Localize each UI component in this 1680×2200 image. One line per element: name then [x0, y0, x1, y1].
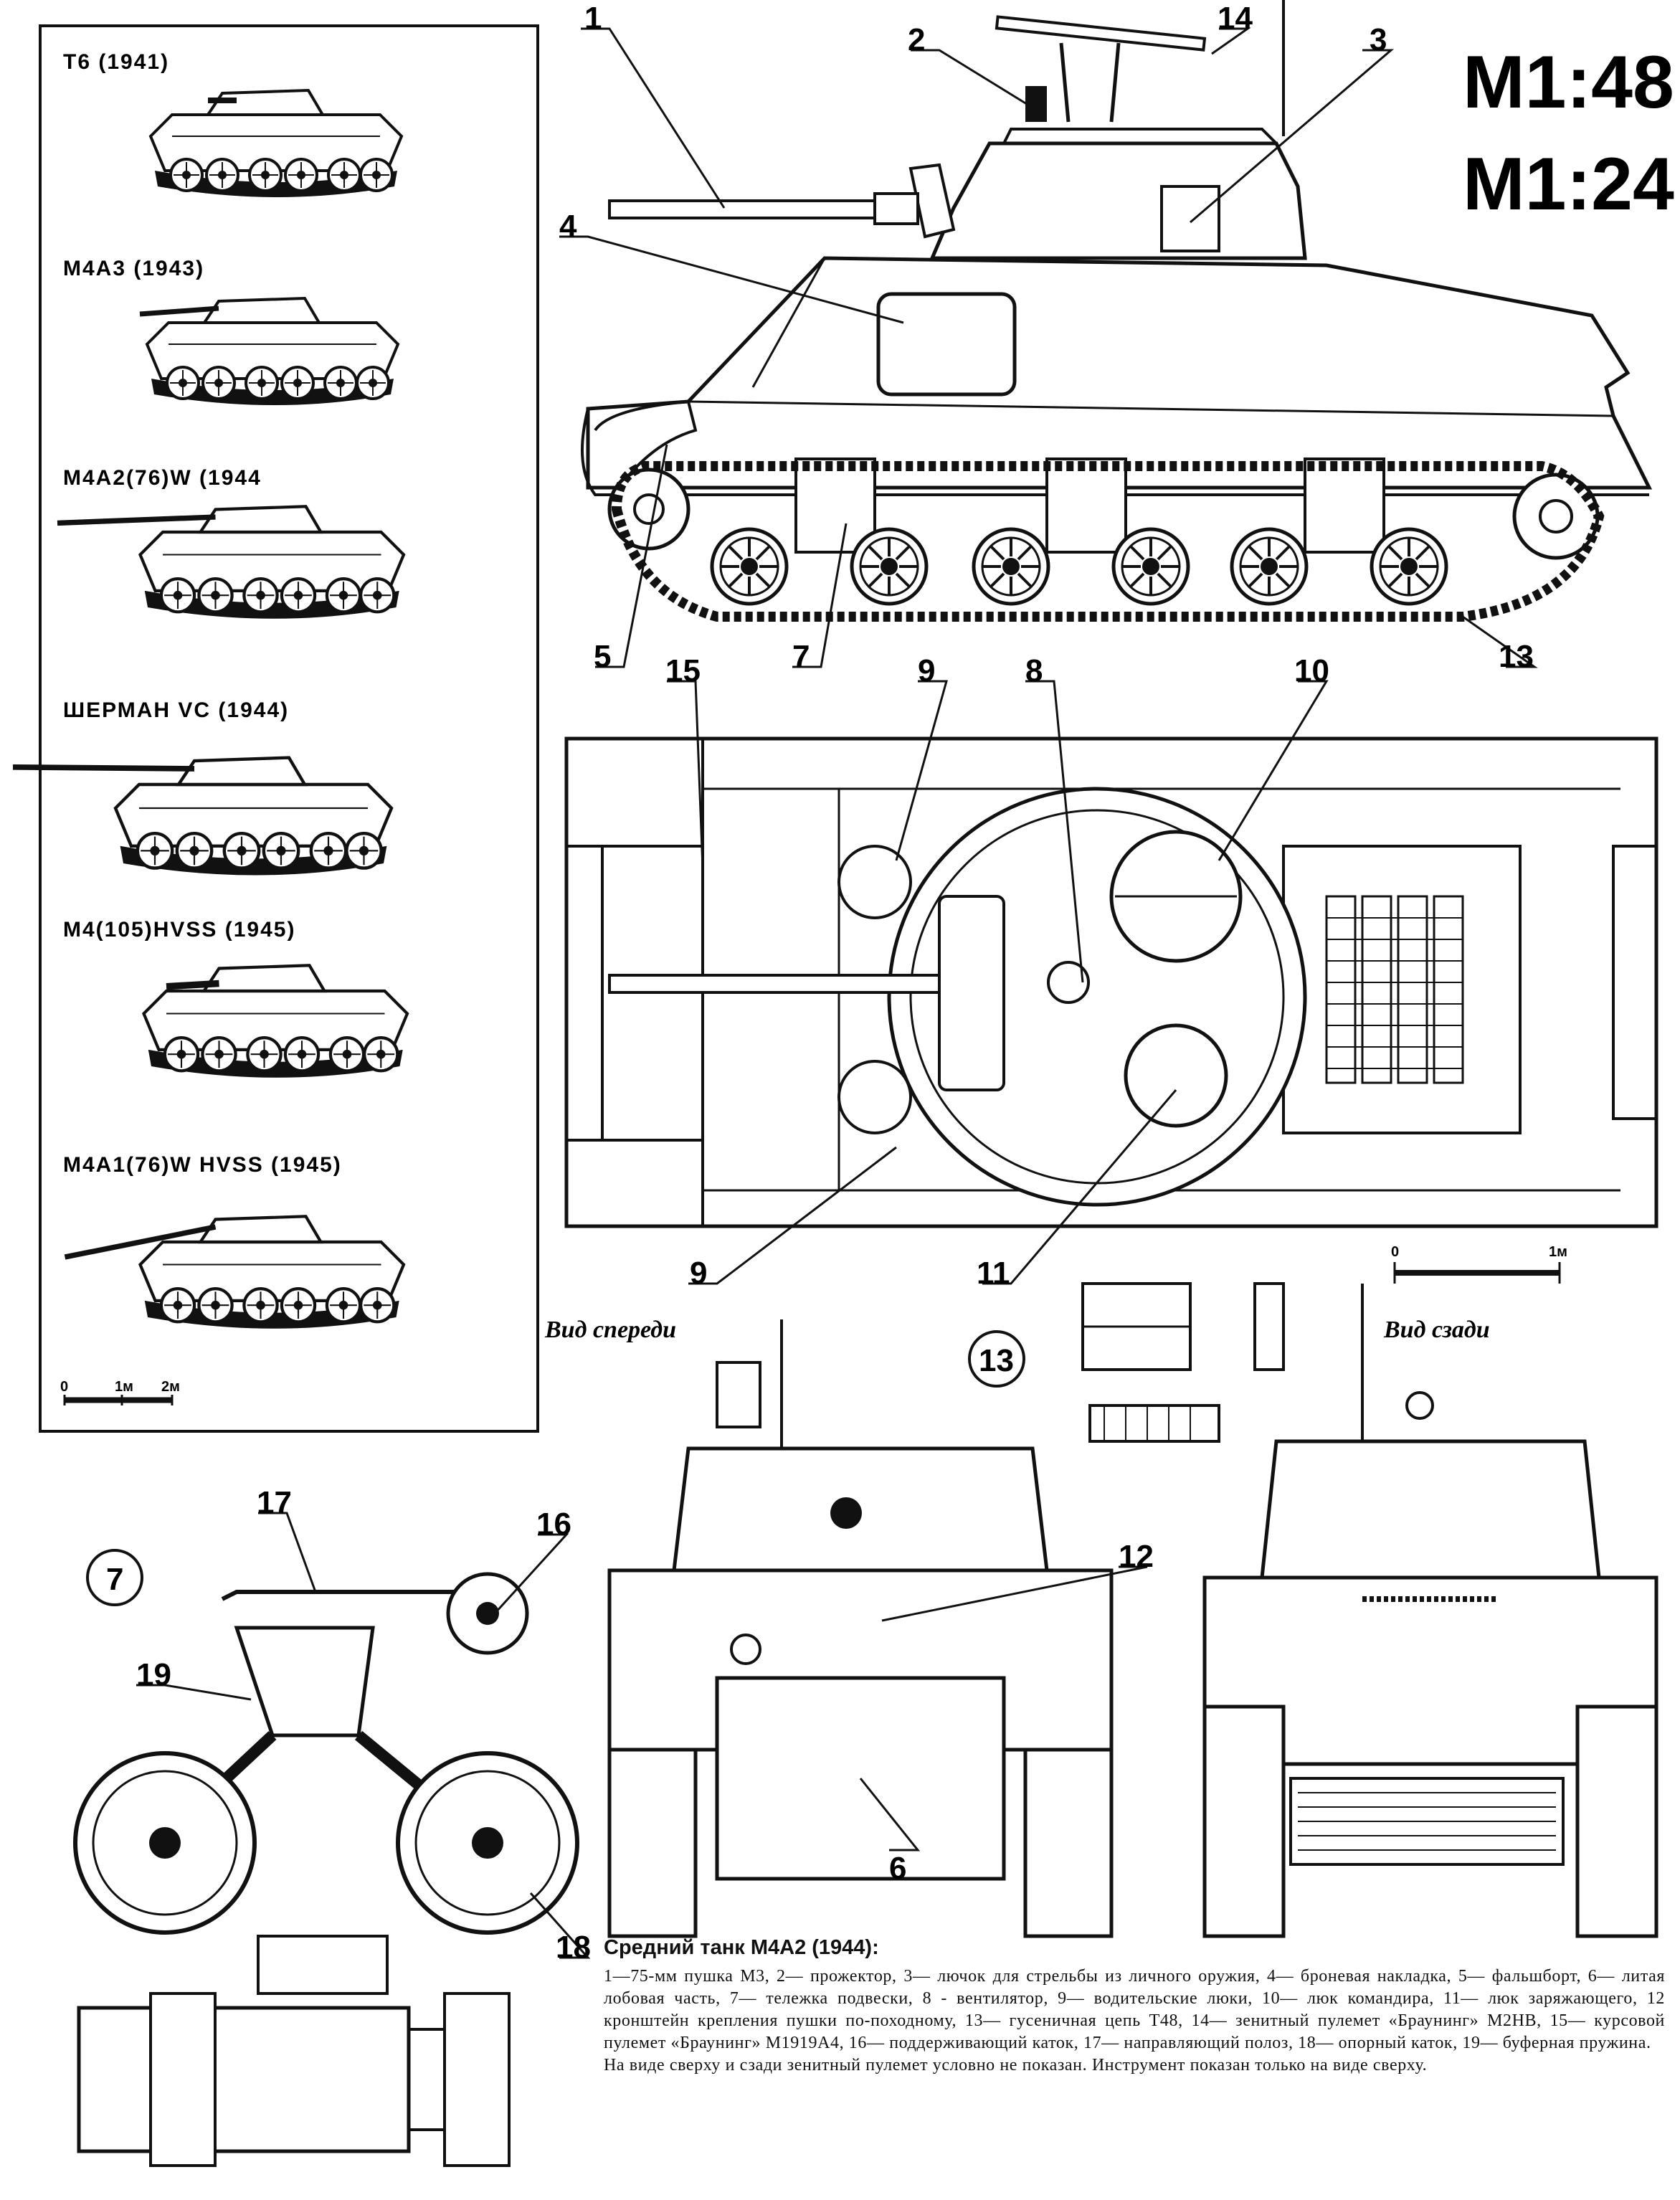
- scale-primary: M1:48: [1463, 41, 1674, 124]
- callout-14: 14: [1218, 1, 1253, 36]
- callout-15: 15: [665, 653, 701, 688]
- top-view-drawing: 0 1м: [564, 736, 1658, 1284]
- variant-label-t6: T6 (1941): [63, 50, 169, 74]
- callout-19: 19: [136, 1657, 171, 1692]
- front-view-drawing: [607, 1319, 1114, 1938]
- side-view-drawing: [581, 0, 1653, 622]
- drawing-caption: Средний танк М4А2 (1944): 1—75-мм пушка …: [604, 1936, 1665, 2077]
- track-link-inset: 13: [968, 1282, 1285, 1443]
- variant-label-m4a3: M4A3 (1943): [63, 257, 204, 280]
- callout-2: 2: [908, 22, 925, 57]
- variant-label-m4-105-hvss: M4(105)HVSS (1945): [63, 918, 295, 942]
- variant-drawing-m4a3: [139, 298, 398, 405]
- bogie-callouts: 17 16 19 18: [136, 1485, 591, 1965]
- variant-label-m4a2-76w: M4A2(76)W (1944: [63, 466, 262, 490]
- callout-18: 18: [556, 1930, 591, 1965]
- caption-legend: 1—75-мм пушка М3, 2— прожектор, 3— лючок…: [604, 1967, 1665, 2052]
- variant-drawing-t6: [151, 90, 402, 197]
- inset-13-label: 13: [979, 1343, 1014, 1378]
- caption-note: На виде сверху и сзади зенитный пулемет …: [604, 2056, 1428, 2075]
- engine-grille: [1325, 895, 1464, 1084]
- variant-drawing-m4a1-76w-hvss: [64, 1216, 404, 1328]
- callout-5: 5: [594, 639, 611, 674]
- callout-17: 17: [257, 1485, 292, 1520]
- callout-7: 7: [792, 639, 810, 674]
- bogie-inset: 7: [73, 1549, 579, 2167]
- rear-view-drawing: [1202, 1284, 1658, 1938]
- variant-drawing-m4-105-hvss: [144, 965, 408, 1077]
- inset-7-label: 7: [106, 1562, 123, 1597]
- variants-scale-end: 2м: [161, 1379, 180, 1395]
- top-scale-zero: 0: [1391, 1244, 1399, 1260]
- callout-12: 12: [1119, 1539, 1154, 1574]
- variant-drawing-sherman-vc: [12, 758, 391, 876]
- caption-title: Средний танк М4А2 (1944):: [604, 1936, 879, 1959]
- variants-panel: T6 (1941) M4A3 (1943) M4A2(76)W (1944 ШЕ…: [12, 24, 539, 1433]
- callout-16: 16: [536, 1507, 571, 1542]
- callout-9-top: 9: [918, 653, 935, 688]
- variants-scale-mid: 1м: [115, 1379, 133, 1395]
- callout-8: 8: [1025, 653, 1043, 688]
- top-view-callouts: 15 9 8 10 9 11: [665, 653, 1329, 1291]
- callout-1: 1: [584, 1, 602, 36]
- variants-scale-zero: 0: [60, 1379, 68, 1395]
- variant-label-m4a1-76w-hvss: M4A1(76)W HVSS (1945): [63, 1153, 342, 1177]
- callout-9-bottom: 9: [690, 1256, 707, 1291]
- rear-view-label: Вид сзади: [1383, 1317, 1490, 1343]
- callout-4: 4: [559, 209, 577, 244]
- callout-3: 3: [1370, 22, 1387, 57]
- front-view-label: Вид спереди: [544, 1317, 676, 1343]
- top-scale-end: 1м: [1549, 1244, 1567, 1260]
- callout-13: 13: [1499, 639, 1534, 674]
- front-view-callouts: 12 6: [859, 1539, 1154, 1886]
- callout-6: 6: [889, 1851, 906, 1886]
- variant-label-sherman-vc: ШЕРМАН VC (1944): [63, 698, 289, 722]
- scale-secondary: M1:24: [1463, 143, 1674, 226]
- variant-drawing-m4a2-76w: [57, 506, 404, 618]
- variants-scale-bar: 0 1м 2м: [60, 1379, 180, 1405]
- side-view-callouts: 1 2 3 14 4 5 7 13: [559, 1, 1538, 674]
- callout-10: 10: [1294, 653, 1329, 688]
- top-view-scale-bar: 0 1м: [1391, 1244, 1567, 1284]
- callout-11: 11: [977, 1256, 1010, 1291]
